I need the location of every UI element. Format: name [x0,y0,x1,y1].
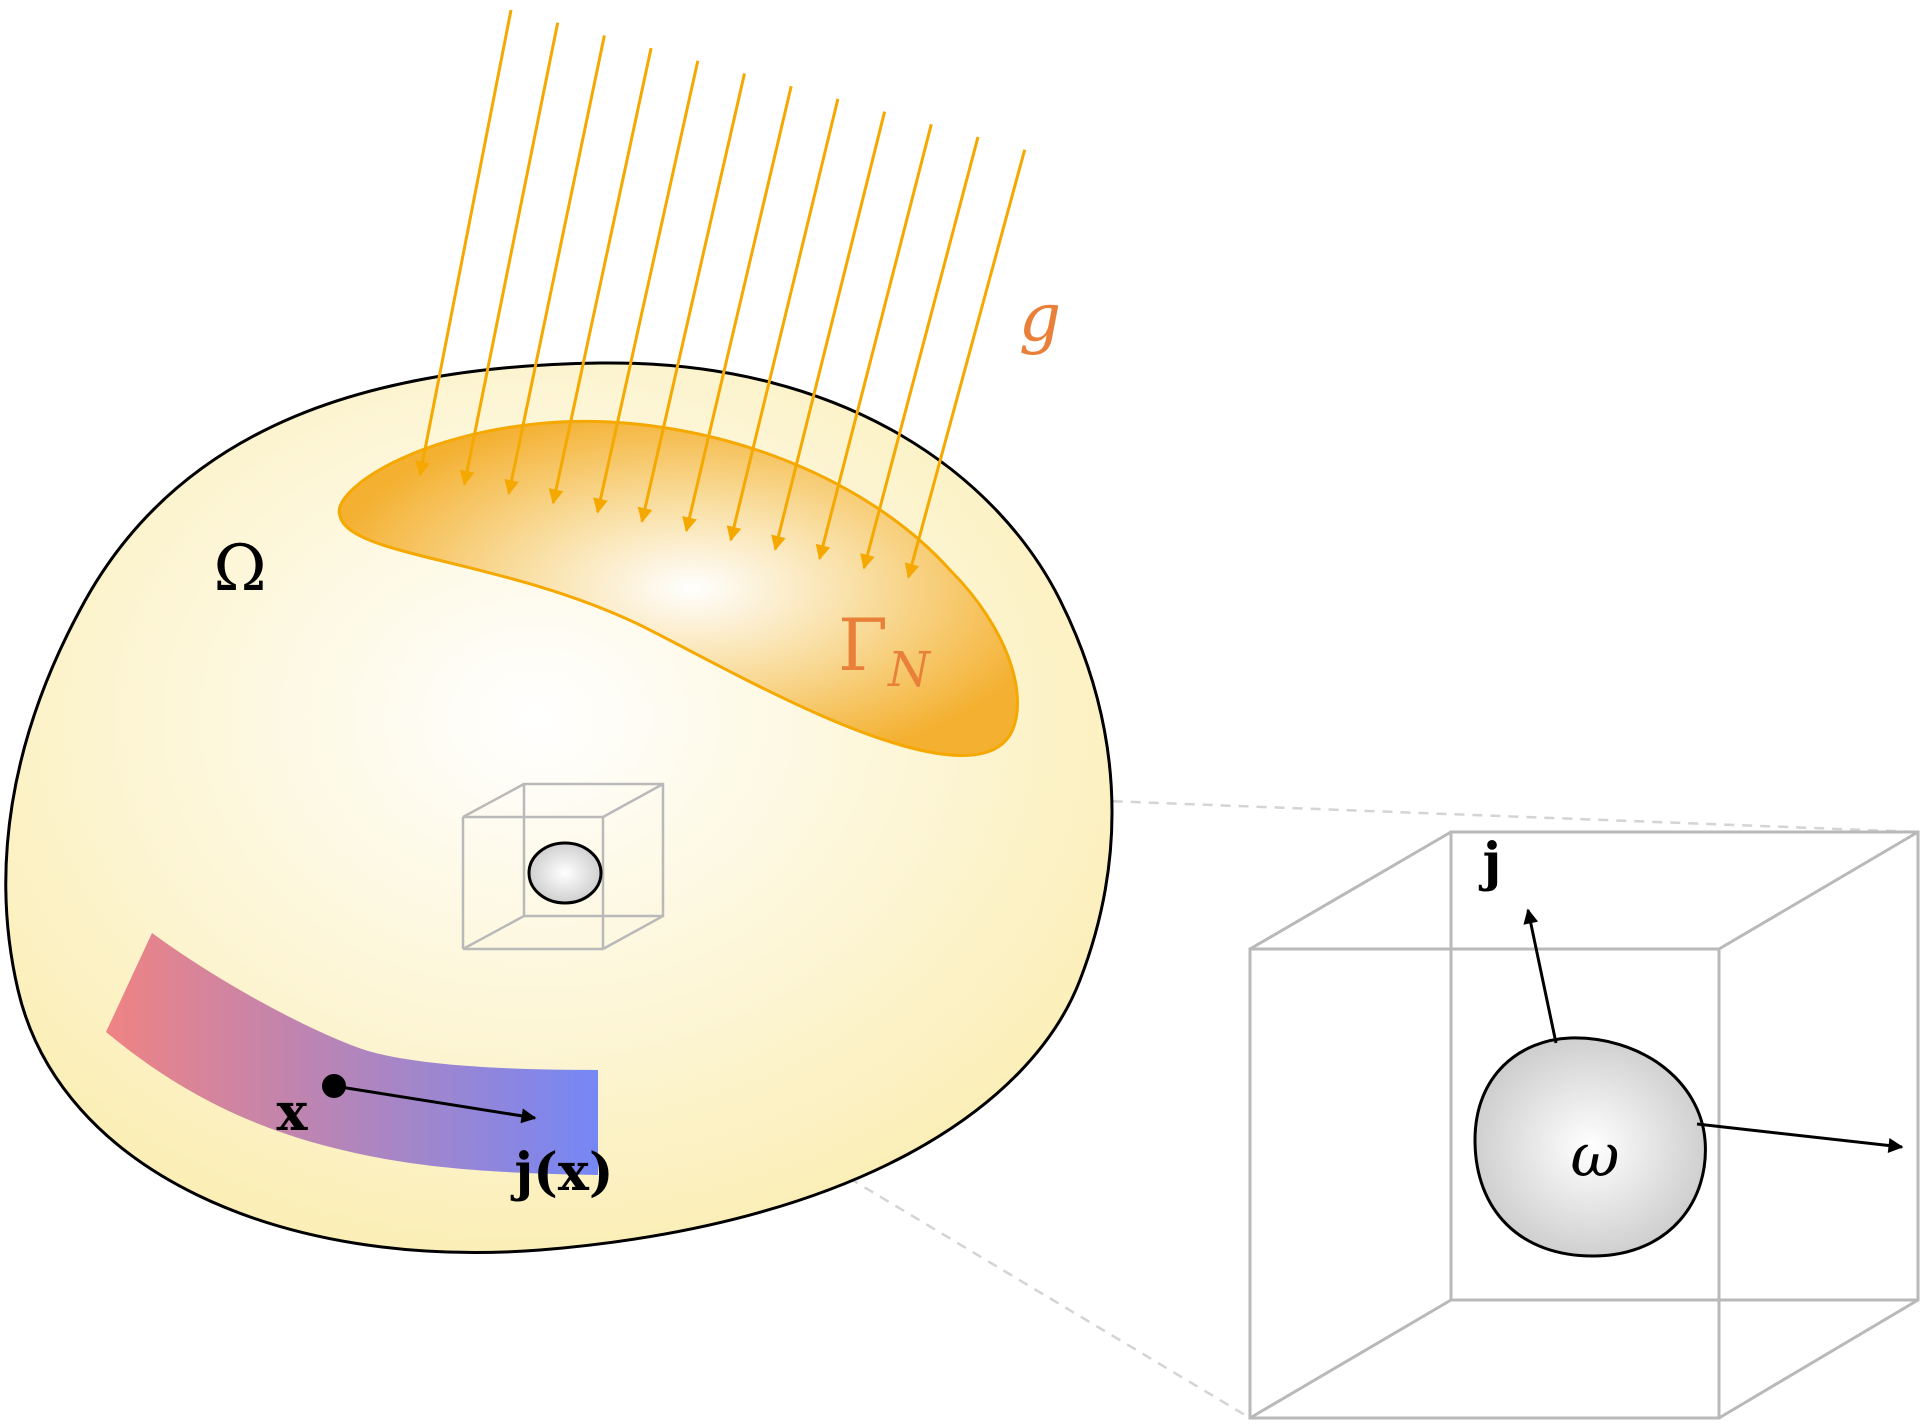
label-omega: Ω [213,532,266,606]
label-j-inset: j [1479,832,1502,893]
flux-arrow [815,123,933,561]
label-j-of-x: j(x) [510,1142,613,1203]
flux-arrow [593,60,700,514]
current-band [106,933,598,1175]
small-cube [461,782,665,951]
flux-arrow [548,47,653,505]
inset-inclusion [1473,1036,1707,1258]
current-vector-arrow [333,1084,537,1124]
inset-current-arrow [1523,908,1558,1044]
flux-arrow [771,111,887,551]
label-omega-small: ω [1571,1121,1620,1191]
flux-arrow [860,136,980,570]
flux-arrow [637,73,746,523]
inset-normal-arrow [1696,1122,1904,1153]
flux-arrows [415,9,1027,579]
label-x: x [276,1082,308,1143]
label-gamma-subscript: N [887,642,932,698]
flux-arrow [904,149,1027,579]
label-gamma-n: ΓN [838,603,932,698]
flux-arrow [459,22,560,486]
inset-cube [1248,830,1920,1420]
flux-arrow [415,9,513,477]
label-gamma: Γ [838,603,888,687]
label-g: g [1019,279,1061,356]
flux-arrow [504,35,606,496]
small-inclusion [527,841,603,905]
flux-arrow [682,85,793,533]
flux-arrow [726,98,840,542]
neumann-boundary-region [337,419,1019,757]
